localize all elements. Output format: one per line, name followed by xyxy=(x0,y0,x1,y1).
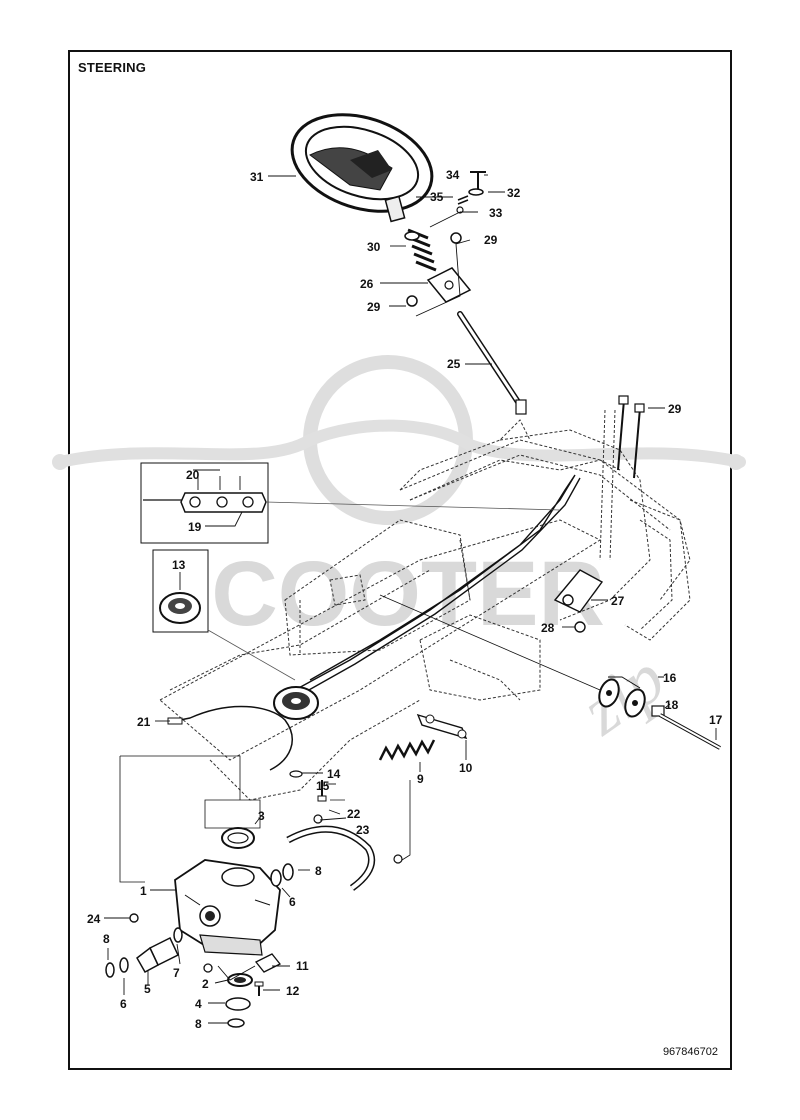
callout-2: 2 xyxy=(202,977,209,991)
callout-26: 26 xyxy=(360,277,374,291)
arm-10 xyxy=(416,713,468,740)
steering-plate xyxy=(426,267,472,303)
pulleys-16 xyxy=(379,594,646,718)
callout-30: 30 xyxy=(367,240,381,254)
callout-10: 10 xyxy=(459,761,473,775)
steering-column-spring xyxy=(404,228,437,272)
callout-27: 27 xyxy=(611,594,625,608)
steering-cable xyxy=(294,474,581,696)
leader-lines xyxy=(104,174,717,1024)
callout-8-a: 8 xyxy=(315,864,322,878)
callout-5: 5 xyxy=(144,982,151,996)
callout-35: 35 xyxy=(430,190,444,204)
callout-22: 22 xyxy=(347,807,361,821)
callout-33: 33 xyxy=(489,206,503,220)
callout-29-b: 29 xyxy=(484,233,498,247)
callout-15: 15 xyxy=(316,779,330,793)
callout-19: 19 xyxy=(188,520,202,534)
callout-12: 12 xyxy=(286,984,300,998)
callout-9: 9 xyxy=(417,772,424,786)
callout-21: 21 xyxy=(137,715,151,729)
frame-rails xyxy=(399,409,691,641)
detail-box-chain-link xyxy=(140,462,561,544)
callout-34: 34 xyxy=(446,168,460,182)
bearing-3 xyxy=(221,827,255,849)
clamp-23 xyxy=(286,814,403,891)
callout-18: 18 xyxy=(665,698,679,712)
watermark-script: zip xyxy=(567,640,679,751)
callout-20: 20 xyxy=(186,468,200,482)
callout-32: 32 xyxy=(507,186,521,200)
diagram-title: STEERING xyxy=(78,60,147,75)
callout-24: 24 xyxy=(87,912,101,926)
callout-8-c: 8 xyxy=(195,1017,202,1031)
callout-16: 16 xyxy=(663,671,677,685)
steering-shaft xyxy=(457,311,527,415)
callout-13: 13 xyxy=(172,558,186,572)
callout-17: 17 xyxy=(709,713,723,727)
callout-8-b: 8 xyxy=(103,932,110,946)
callout-4: 4 xyxy=(195,997,202,1011)
rings-6-8 xyxy=(270,863,294,887)
axle-17 xyxy=(659,713,721,750)
callout-31: 31 xyxy=(250,170,264,184)
washer-bolt-14-15 xyxy=(289,770,327,802)
callout-3: 3 xyxy=(258,809,265,823)
callout-labels: 31 30 26 29 29 25 34 32 35 33 29 20 19 1… xyxy=(87,168,723,1031)
spring-9 xyxy=(378,739,436,761)
detail-box-pulley xyxy=(152,549,296,681)
callout-11: 11 xyxy=(296,959,309,973)
pulley xyxy=(273,686,319,720)
watermark-brand: SCOOTER xyxy=(150,543,605,645)
leader-box xyxy=(119,755,411,883)
bolts-29 xyxy=(406,232,645,479)
bushing-18 xyxy=(651,705,665,717)
gear-housing-1 xyxy=(174,859,281,956)
steering-wheel xyxy=(290,113,434,223)
bottom-parts xyxy=(203,953,282,1028)
callout-6-a: 6 xyxy=(289,895,296,909)
callout-23: 23 xyxy=(356,823,370,837)
callout-7: 7 xyxy=(173,966,180,980)
shaft-5 xyxy=(105,927,183,978)
callout-29-c: 29 xyxy=(668,402,682,416)
callout-25: 25 xyxy=(447,357,461,371)
callout-1: 1 xyxy=(140,884,147,898)
callout-14: 14 xyxy=(327,767,341,781)
nut-24 xyxy=(129,913,139,923)
part-number: 967846702 xyxy=(662,1046,718,1058)
callout-6-b: 6 xyxy=(120,997,127,1011)
callout-29-a: 29 xyxy=(367,300,381,314)
callout-28: 28 xyxy=(541,621,555,635)
small-parts-32-35 xyxy=(456,171,486,214)
